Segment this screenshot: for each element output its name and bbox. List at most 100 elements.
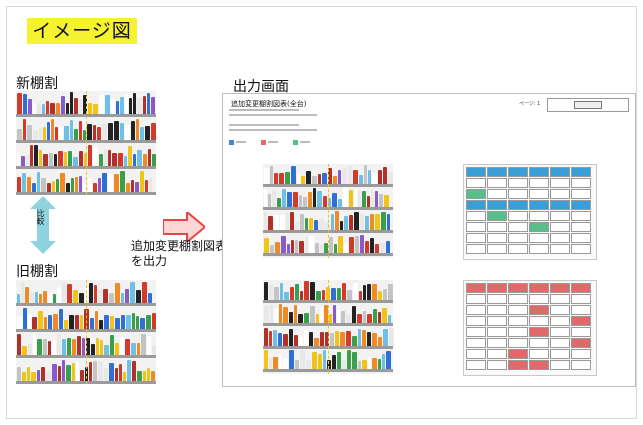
product-item xyxy=(64,126,69,140)
product-item xyxy=(149,178,152,192)
product-item xyxy=(330,333,334,346)
product-item xyxy=(39,294,42,303)
product-item xyxy=(353,283,358,300)
product-item xyxy=(83,95,87,114)
product-item xyxy=(332,355,336,369)
product-item xyxy=(283,307,288,323)
table-cell xyxy=(550,167,570,177)
table-cell xyxy=(529,327,549,337)
table-cell xyxy=(571,327,591,337)
product-item xyxy=(304,330,308,346)
product-item xyxy=(362,191,366,207)
product-item xyxy=(375,214,380,230)
product-item xyxy=(59,127,63,140)
product-item xyxy=(108,150,111,166)
product-item xyxy=(48,341,51,355)
product-item xyxy=(352,352,357,369)
product-item xyxy=(93,104,98,114)
product-item xyxy=(306,171,311,184)
product-item xyxy=(387,214,390,230)
product-item xyxy=(141,334,146,355)
product-item xyxy=(386,241,390,253)
product-item xyxy=(108,123,113,140)
table-cell xyxy=(571,316,591,326)
product-item xyxy=(33,334,36,355)
product-item xyxy=(328,198,331,207)
product-item xyxy=(91,344,95,355)
product-item xyxy=(359,291,362,300)
product-item xyxy=(142,282,147,303)
product-item xyxy=(304,281,309,300)
product-item xyxy=(42,104,45,114)
product-item xyxy=(379,194,383,207)
product-item xyxy=(131,180,134,192)
product-item xyxy=(84,153,87,166)
product-item xyxy=(329,314,332,323)
product-item xyxy=(118,153,123,166)
table-cell xyxy=(466,178,486,188)
product-item xyxy=(317,191,322,207)
product-item xyxy=(127,360,131,381)
product-item xyxy=(125,125,130,140)
product-item xyxy=(125,339,130,355)
product-item xyxy=(56,179,59,192)
product-item xyxy=(30,293,34,303)
product-item xyxy=(133,154,136,166)
product-item xyxy=(69,315,74,329)
old-shelf-image xyxy=(16,280,156,384)
product-item xyxy=(89,283,93,303)
product-item xyxy=(290,212,294,230)
product-item xyxy=(346,315,351,323)
product-item xyxy=(17,177,21,192)
product-item xyxy=(28,314,31,329)
table-cell xyxy=(508,222,528,232)
product-item xyxy=(382,308,387,323)
product-item xyxy=(93,147,98,166)
table-cell xyxy=(466,349,486,359)
product-item xyxy=(372,333,377,346)
product-item xyxy=(48,293,52,303)
product-item xyxy=(273,357,278,369)
product-item xyxy=(334,244,337,253)
product-item xyxy=(96,338,99,355)
product-item xyxy=(110,316,114,329)
product-item xyxy=(313,188,316,207)
product-item xyxy=(264,190,267,207)
product-item xyxy=(120,123,124,140)
product-item xyxy=(380,243,385,253)
table-cell xyxy=(508,360,528,370)
product-item xyxy=(66,103,69,114)
product-item xyxy=(115,343,119,355)
product-item xyxy=(333,305,336,323)
product-item xyxy=(367,314,372,323)
table-cell xyxy=(550,349,570,359)
product-item xyxy=(384,195,389,207)
product-item xyxy=(325,222,330,230)
product-item xyxy=(148,293,152,303)
product-item xyxy=(337,310,340,323)
new-shelf-image xyxy=(16,91,156,195)
product-item xyxy=(297,173,300,184)
product-item xyxy=(284,292,289,300)
table-cell xyxy=(508,283,528,293)
product-item xyxy=(295,222,299,230)
table-cell xyxy=(466,283,486,293)
product-item xyxy=(88,178,92,192)
product-item xyxy=(152,345,156,355)
product-item xyxy=(37,339,42,355)
product-item xyxy=(324,243,328,253)
product-item xyxy=(381,212,386,230)
table-cell xyxy=(487,316,507,326)
product-item xyxy=(310,306,315,323)
product-item xyxy=(368,357,371,369)
product-item xyxy=(333,176,337,184)
document-page-number: ページ: 1 xyxy=(519,101,541,107)
product-item xyxy=(49,153,53,166)
table-cell xyxy=(571,167,591,177)
product-item xyxy=(268,216,273,230)
product-item xyxy=(301,176,305,184)
product-item xyxy=(279,355,282,369)
product-item xyxy=(33,130,38,140)
product-item xyxy=(99,95,104,114)
product-item xyxy=(58,366,61,381)
